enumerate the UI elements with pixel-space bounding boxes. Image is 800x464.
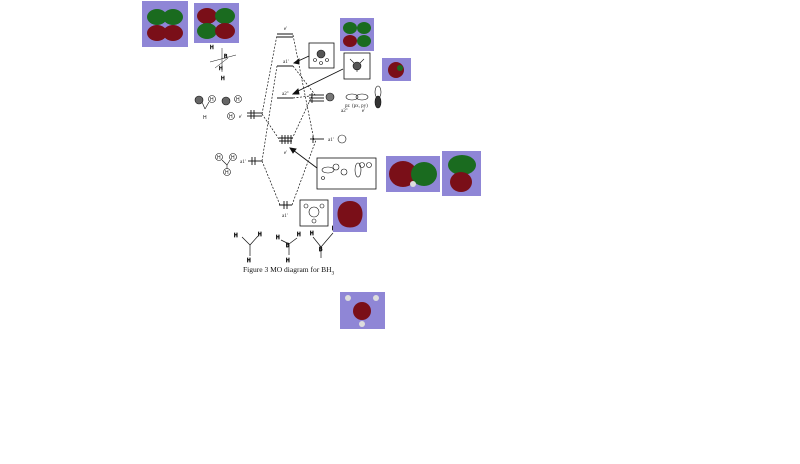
svg-text:H: H: [210, 97, 214, 103]
svg-text:e': e': [239, 115, 242, 120]
caption-text: Figure 3 MO diagram for BH: [243, 265, 332, 274]
svg-text:H: H: [229, 114, 233, 120]
orbital-bonding-a1: [333, 197, 367, 232]
electron-ticks: [281, 135, 292, 209]
svg-text:B: B: [319, 247, 323, 253]
caption-subscript: 3: [331, 270, 335, 277]
svg-text:H: H: [286, 258, 290, 264]
correlation-lines: [261, 34, 317, 206]
sketch-drawings: [303, 49, 372, 224]
orbital-bonding-e-2: [442, 151, 481, 196]
svg-text:H: H: [258, 232, 262, 238]
svg-text:H: H: [297, 232, 301, 238]
svg-text:a2'': a2'': [341, 109, 348, 114]
ligand-levels: [247, 110, 262, 165]
boron-levels: [309, 93, 324, 143]
svg-text:H: H: [236, 97, 240, 103]
svg-text:pz: pz: [345, 104, 351, 109]
svg-text:B: B: [224, 54, 228, 60]
svg-text:e': e': [362, 109, 365, 114]
mo-levels: [277, 33, 293, 206]
svg-text:e': e': [284, 27, 287, 32]
svg-text:H: H: [310, 231, 314, 237]
figure-caption: Figure 3 MO diagram for BH3: [243, 265, 334, 277]
svg-text:a1': a1': [240, 160, 246, 165]
svg-text:a1': a1': [283, 60, 289, 65]
svg-text:H: H: [234, 233, 238, 239]
orbital-top-left: [142, 1, 188, 47]
svg-text:H: H: [217, 155, 221, 161]
svg-text:H: H: [210, 45, 214, 51]
svg-text:B: B: [286, 243, 290, 249]
orbital-bottom: [340, 292, 385, 329]
svg-text:H: H: [276, 235, 280, 241]
svg-text:H: H: [219, 66, 223, 72]
orbital-top-second: [194, 3, 239, 43]
axes-sketch: HB HH: [210, 45, 237, 82]
svg-text:a2'': a2'': [282, 92, 289, 97]
orbital-antibonding-e: [340, 18, 374, 51]
svg-text:(px, py): (px, py): [352, 104, 368, 109]
svg-text:e': e': [284, 151, 287, 156]
orbital-antibonding-a1: [382, 58, 411, 81]
svg-text:H: H: [231, 155, 235, 161]
svg-text:H: H: [225, 170, 229, 176]
svg-text:a1': a1': [282, 214, 288, 219]
boron-orbital-sketches: [325, 85, 382, 144]
atom-letters: H H H H H H H: [203, 97, 240, 176]
ligand-fragments: [194, 95, 242, 176]
svg-text:H: H: [203, 115, 207, 121]
svg-text:a1': a1': [328, 138, 334, 143]
orbital-bonding-e-1: [386, 156, 440, 192]
svg-text:H: H: [247, 258, 251, 264]
arrows: [289, 55, 344, 169]
svg-text:H: H: [221, 76, 225, 82]
